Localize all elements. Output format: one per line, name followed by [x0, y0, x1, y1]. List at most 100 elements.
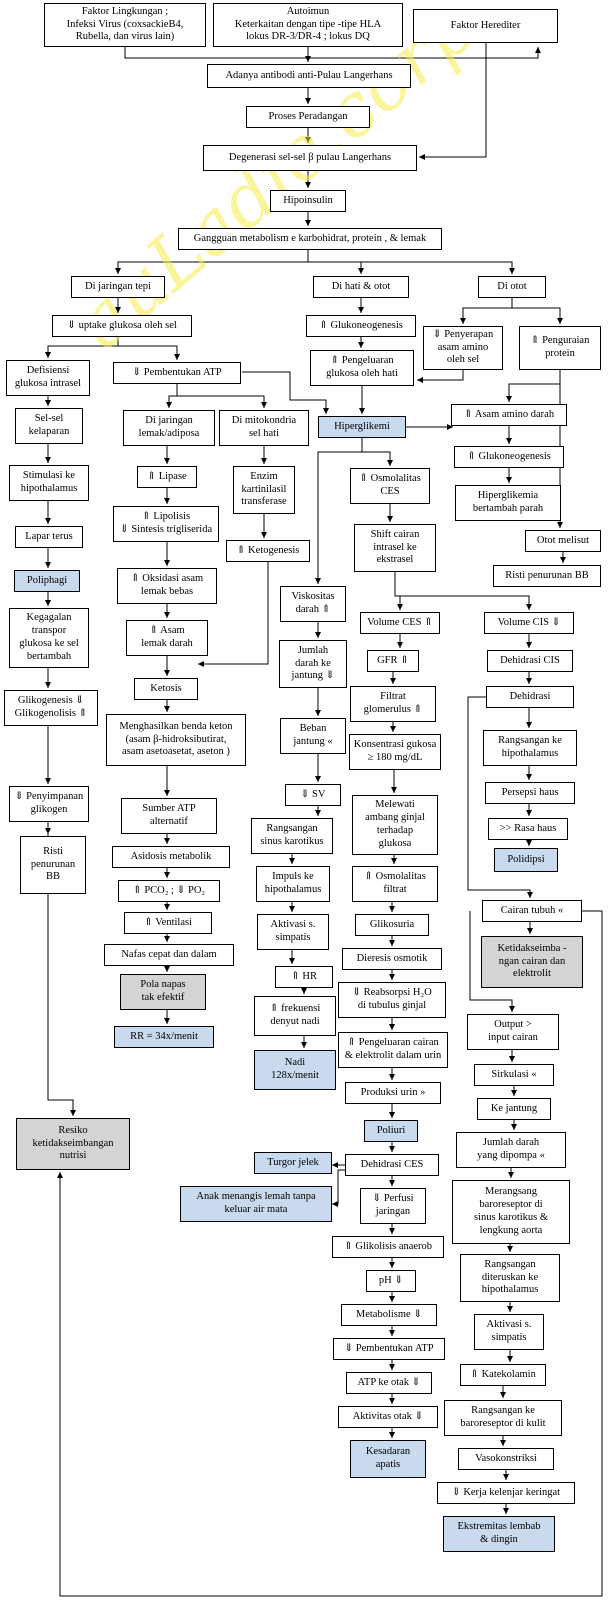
- rr-box: RR = 34x/menit: [114, 1026, 214, 1048]
- dehidrasi-cis-box: Dehidrasi CIS: [487, 650, 573, 672]
- persepsi-haus-box: Persepsi haus: [485, 782, 575, 804]
- degenerasi-box: Degenerasi sel-sel β pulau Langerhans: [203, 145, 417, 171]
- reabsorpsi-box: ⇓ Reabsorpsi H₂O di tubulus ginjal: [338, 982, 446, 1018]
- penguraian-protein-box: ⇑ Penguraian protein: [519, 326, 601, 370]
- nadi-box: Nadi 128x/menit: [254, 1050, 336, 1090]
- aktivitas-otak-box: Aktivitas otak ⇓: [338, 1406, 438, 1428]
- connector-line: [47, 834, 76, 1116]
- volume-ces-box: Volume CES ⇑: [360, 612, 440, 634]
- connector-line: [57, 910, 603, 1597]
- lipolisis-box: ⇑ Lipolisis ⇓ Sintesis trigliserida: [113, 506, 219, 542]
- connector-line: [506, 370, 561, 402]
- connector-line: [166, 384, 178, 408]
- kesadaran-box: Kesadaran apatis: [350, 1440, 426, 1478]
- ke-jantung-box: Ke jantung: [477, 1098, 551, 1120]
- connector-line: [469, 911, 515, 1012]
- penyimpanan-glikogen-box: ⇓ Penyimpanan glikogen: [9, 786, 89, 822]
- atp-otak-box: ATP ke otak ⇓: [346, 1372, 432, 1394]
- katekolamin-box: ⇑ Katekolamin: [460, 1364, 546, 1386]
- enzim-box: Enzim kartinilasil transferase: [233, 466, 295, 514]
- sumber-atp-box: Sumber ATP alternatif: [121, 798, 217, 834]
- connector-line: [124, 47, 541, 59]
- autoimun-box: Autoimun Keterkaitan dengan tipe -tipe H…: [213, 3, 403, 47]
- connector-line: [198, 562, 269, 667]
- asam-lemak-darah-box: ⇑ Asam lemak darah: [126, 620, 208, 656]
- pembentukan-atp-2-box: ⇓ Pembentukan ATP: [333, 1338, 445, 1360]
- osmolalitas-filtrat-box: ⇑ Osmolalitas filtrat: [352, 866, 438, 902]
- connector-line: [467, 696, 533, 898]
- nafas-cepat-box: Nafas cepat dan dalam: [104, 944, 234, 966]
- antibodi-box: Adanya antibodi anti-Pulau Langerhans: [207, 64, 411, 88]
- defisiensi-box: Defisiensi glukosa intrasel: [6, 360, 90, 396]
- faktor-herediter-box: Faktor Herediter: [413, 9, 558, 43]
- volume-cis-box: Volume CIS ⇓: [484, 612, 574, 634]
- risti-bb-1-box: Risti penurunan BB: [493, 565, 601, 587]
- metabolisme-box: Metabolisme ⇓: [341, 1304, 437, 1326]
- rangsangan-karotikus-box: Rangsangan sinus karotikus: [251, 818, 333, 854]
- ketogenesis-box: ⇑ Ketogenesis: [226, 540, 310, 562]
- connector-line: [115, 250, 309, 274]
- diteruskan-box: Rangsangan diteruskan ke hipothalamus: [460, 1254, 560, 1302]
- diuresis-box: Dieresis osmotik: [342, 948, 442, 970]
- pembentukan-atp-1-box: ⇓ Pembentukan ATP: [113, 362, 241, 384]
- penyerapan-asam-amino-box: ⇓ Penyerapan asam amino oleh sel: [423, 326, 503, 370]
- dehidrasi-box: Dehidrasi: [486, 686, 574, 708]
- glukoneogenesis-2-box: ⇑ Glukoneogenesis: [454, 446, 564, 468]
- connector-line: [315, 451, 362, 584]
- poliuri-box: Poliuri: [364, 1120, 418, 1142]
- perfusi-box: ⇓ Perfusi jaringan: [360, 1188, 426, 1224]
- merangsang-baroreseptor-box: Merangsang baroreseptor di sinus karotik…: [452, 1180, 570, 1244]
- lipase-box: ⇑ Lipase: [137, 466, 197, 488]
- sel-kelaparan-box: Sel-sel kelaparan: [15, 408, 83, 444]
- shift-cairan-box: Shift cairan intrasel ke ekstrasel: [354, 524, 436, 572]
- frekuensi-nadi-box: ⇑ frekuensi denyut nadi: [254, 996, 336, 1036]
- ventilasi-box: ⇑ Ventilasi: [124, 912, 212, 934]
- glukoneogenesis-1-box: ⇑ Glukoneogenesis: [306, 315, 416, 337]
- di-otot-box: Di otot: [478, 276, 546, 298]
- polidipsi-box: Polidipsi: [494, 848, 558, 872]
- rasa-haus-box: >> Rasa haus: [488, 818, 568, 840]
- dehidrasi-ces-box: Dehidrasi CES: [345, 1154, 439, 1176]
- jaringan-tepi-box: Di jaringan tepi: [71, 276, 165, 298]
- rangsangan-hipo-1-box: Rangsangan ke hipothalamus: [483, 730, 577, 766]
- beban-jantung-box: Beban jantung «: [280, 718, 346, 754]
- anak-menangis-box: Anak menangis lemah tanpa keluar air mat…: [180, 1186, 332, 1222]
- produksi-urin-box: Produksi urin »: [345, 1082, 441, 1104]
- jumlah-darah-box: Jumlah darah ke jantung ⇓: [279, 640, 347, 688]
- ketosis-box: Ketosis: [134, 678, 198, 700]
- cairan-tubuh-box: Cairan tubuh «: [482, 900, 582, 922]
- connector-line: [45, 337, 119, 358]
- connector-line: [242, 371, 329, 414]
- resiko-nutrisi-box: Resiko ketidakseimbangan nutrisi: [16, 1118, 130, 1170]
- connector-line: [361, 438, 393, 466]
- risti-bb-2-box: Risti penurunan BB: [20, 836, 86, 894]
- hr-box: ⇑ HR: [275, 966, 333, 988]
- gfr-box: GFR ⇑: [367, 650, 419, 672]
- ketidakseimbangan-cairan-box: Ketidakseimba - ngan cairan dan elektrol…: [481, 936, 583, 988]
- osmolalitas-ces-box: ⇑ Osmolalitas CES: [350, 468, 430, 504]
- hati-otot-box: Di hati & otot: [313, 276, 409, 298]
- filtrat-box: Filtrat glomerulus ⇑: [350, 686, 436, 722]
- connector-line: [118, 345, 180, 360]
- ekstremitas-box: Ekstremitas lembab & dingin: [443, 1516, 555, 1552]
- sirkulasi-box: Sirkulasi «: [474, 1064, 554, 1086]
- connector-line: [332, 1169, 345, 1207]
- jaringan-lemak-box: Di jaringan lemak/adiposa: [123, 410, 215, 446]
- gangguan-metabolisme-box: Gangguan metabolism e karbohidrat, prote…: [178, 228, 442, 250]
- vasokonstriksi-box: Vasokonstriksi: [458, 1448, 554, 1470]
- pengeluaran-glukosa-box: ⇑ Pengeluaran glukosa oleh hati: [310, 350, 414, 386]
- baroreseptor-kulit-box: Rangsangan ke baroreseptor di kulit: [444, 1400, 562, 1436]
- asam-amino-darah-box: ⇑ Asam amino darah: [451, 404, 567, 426]
- connector-line: [394, 572, 403, 610]
- connector-line: [177, 395, 267, 408]
- aktivasi-simpatis-2-box: Aktivasi s. simpatis: [474, 1314, 544, 1350]
- asidosis-box: Asidosis metabolik: [112, 846, 230, 868]
- poliphagi-box: Poliphagi: [14, 570, 80, 592]
- pola-napas-box: Pola napas tak efektif: [120, 974, 206, 1010]
- output-input-box: Output > input cairan: [467, 1014, 559, 1050]
- hiperglikemi-box: Hiperglikemi: [318, 416, 406, 438]
- peradangan-box: Proses Peradangan: [246, 106, 370, 128]
- connector-line: [361, 261, 515, 274]
- glikogenesis-box: Glikogenesis ⇓ Glikogenolisis ⇑: [4, 690, 98, 726]
